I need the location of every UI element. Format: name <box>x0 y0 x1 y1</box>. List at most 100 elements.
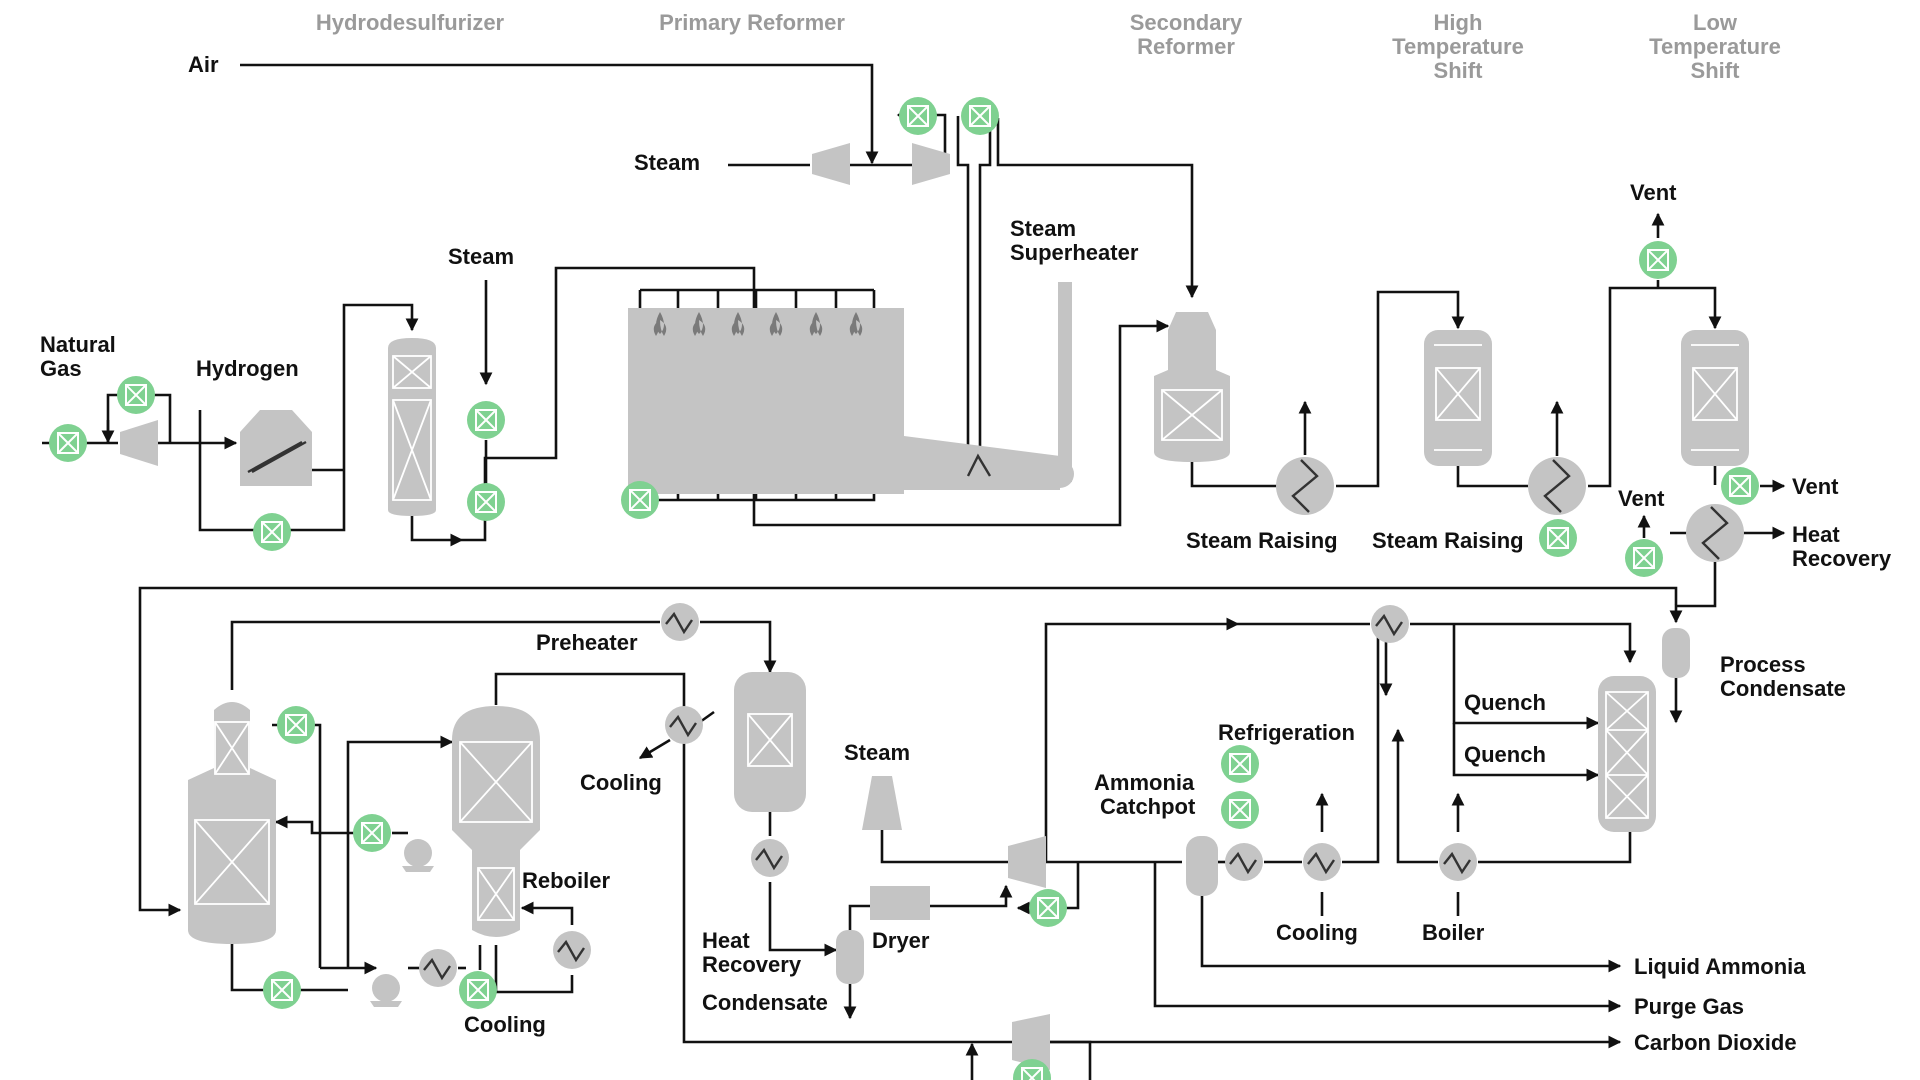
hts-vessel <box>1424 330 1492 466</box>
lts-vessel <box>1681 330 1749 466</box>
valve-steam-raising-2-icon[interactable] <box>1538 518 1578 558</box>
lean-pump-base <box>370 1001 402 1007</box>
feed-to-converter-top <box>1410 622 1637 664</box>
valve-hds-bypass-icon[interactable] <box>252 512 292 552</box>
converter-cooler-line <box>1342 624 1380 864</box>
hds-outlet-line <box>410 515 464 547</box>
valve-reformer-icon[interactable] <box>620 480 660 520</box>
lts-bands <box>1691 344 1739 451</box>
air-line <box>240 63 879 165</box>
converter-feed-line <box>1044 617 1240 862</box>
regenerator-bed-bottom-cross <box>477 867 515 921</box>
shifted-gas-to-absorber-line <box>138 586 1678 917</box>
hds-bed-1 <box>392 355 432 389</box>
syngas-compressor <box>1008 836 1046 888</box>
valve-lean-icon[interactable] <box>458 970 498 1010</box>
valve-steam-icon[interactable] <box>960 96 1000 136</box>
air-compressor-2 <box>912 143 950 185</box>
burner-flame-icon <box>653 312 667 336</box>
equipment-top <box>120 143 1749 678</box>
pipes-bottom <box>138 586 1678 1080</box>
label-condensate: Condensate <box>702 990 828 1015</box>
quench-2-line <box>1452 723 1600 782</box>
methanator-bed-cross <box>747 713 793 767</box>
valve-vent-right-icon[interactable] <box>1720 466 1760 506</box>
to-hts-line <box>1336 290 1465 488</box>
burner-flame-icon <box>692 312 706 336</box>
hds-bed-1-cross <box>392 355 432 389</box>
liquid-ammonia-line <box>1200 895 1622 973</box>
regenerator-feed-line <box>346 735 454 968</box>
burner-flame-icon <box>769 312 783 336</box>
absorber-bottom-line <box>230 942 348 992</box>
label-steam-top: Steam <box>634 150 700 175</box>
valve-air-icon[interactable] <box>898 96 938 136</box>
valve-natural-gas-icon[interactable] <box>48 423 88 463</box>
label-heat-recovery-right-line2: Recovery <box>1792 546 1892 571</box>
label-vent-mid: Vent <box>1618 486 1665 511</box>
valve-hds-feed-icon[interactable] <box>466 482 506 522</box>
purge-gas-line <box>1153 862 1622 1013</box>
absorber-bed-top-cross <box>214 721 250 775</box>
ammonia-catchpot-vessel <box>1186 836 1218 896</box>
label-process-condensate-line1: Process <box>1720 652 1806 677</box>
regenerator-bed-top <box>459 741 533 823</box>
converter-outlet-line <box>1478 830 1632 864</box>
superheater-return-line <box>978 116 992 468</box>
label-heat-recovery-low-line1: Heat <box>702 928 750 953</box>
reboiler-exchanger <box>552 930 592 970</box>
dryer-to-compressor-line <box>930 884 1013 908</box>
label-cooling-2: Cooling <box>464 1012 546 1037</box>
label-process-condensate-line2: Condensate <box>1720 676 1846 701</box>
label-ammonia-catchpot-line2: Catchpot <box>1100 794 1196 819</box>
hts-to-steam-raising-line <box>1456 465 1528 488</box>
process-condensate-separator <box>1662 628 1690 678</box>
ammonia-converter-beds <box>1605 691 1649 819</box>
label-refrigeration: Refrigeration <box>1218 720 1355 745</box>
reboiler-return-line <box>520 901 574 925</box>
semi-lean-pump-base <box>402 866 434 872</box>
reboiler-loop-line <box>494 945 574 994</box>
ammonia-converter-vessel <box>1598 676 1656 832</box>
label-preheater: Preheater <box>536 630 638 655</box>
boiler-exchanger <box>1438 842 1478 882</box>
regenerator-bed-bottom <box>477 867 515 921</box>
steam-raising-2-exchanger <box>1527 456 1587 516</box>
primary-reformer-furnace <box>628 308 904 494</box>
heater-bypass-line <box>198 303 419 532</box>
secondary-reformer-bed <box>1161 389 1223 441</box>
valve-recycle-icon[interactable] <box>116 375 156 415</box>
valve-refrigeration-1-icon[interactable] <box>1220 744 1260 784</box>
label-carbon-dioxide: Carbon Dioxide <box>1634 1030 1797 1055</box>
heading-low-temp-shift-line2: Temperature <box>1649 34 1781 59</box>
steam-superheater-coil <box>966 453 992 477</box>
valve-semi-lean-icon[interactable] <box>352 813 392 853</box>
stack <box>1058 282 1072 482</box>
valve-steam-hds-icon[interactable] <box>466 400 506 440</box>
air-compressor-1 <box>812 143 850 185</box>
valve-vent-mid-icon[interactable] <box>1624 538 1664 578</box>
burner-flame-icon <box>809 312 823 336</box>
label-heat-recovery-low-line2: Recovery <box>702 952 802 977</box>
lts-bed <box>1692 367 1738 421</box>
valve-vent-top-icon[interactable] <box>1638 240 1678 280</box>
label-vent-top: Vent <box>1630 180 1677 205</box>
label-boiler: Boiler <box>1422 920 1485 945</box>
label-hydrogen: Hydrogen <box>196 356 299 381</box>
valve-syngas-recycle-icon[interactable] <box>1028 888 1068 928</box>
co2-line <box>494 672 1622 1049</box>
label-dryer: Dryer <box>872 928 930 953</box>
semi-lean-return-line <box>274 815 355 835</box>
air-to-secondary-line <box>996 118 1199 299</box>
hts-bed-cross <box>1435 367 1481 421</box>
cooling-2-exchanger <box>418 948 458 988</box>
secondary-reformer-vessel <box>1154 312 1230 462</box>
valve-absorber-top-icon[interactable] <box>276 705 316 745</box>
valve-absorber-bottom-icon[interactable] <box>262 970 302 1010</box>
valve-refrigeration-2-icon[interactable] <box>1220 790 1260 830</box>
absorber-top-line <box>230 620 660 690</box>
heading-hydrodesulfurizer: Hydrodesulfurizer <box>316 10 505 35</box>
heat-recovery-exchanger <box>1685 503 1745 563</box>
